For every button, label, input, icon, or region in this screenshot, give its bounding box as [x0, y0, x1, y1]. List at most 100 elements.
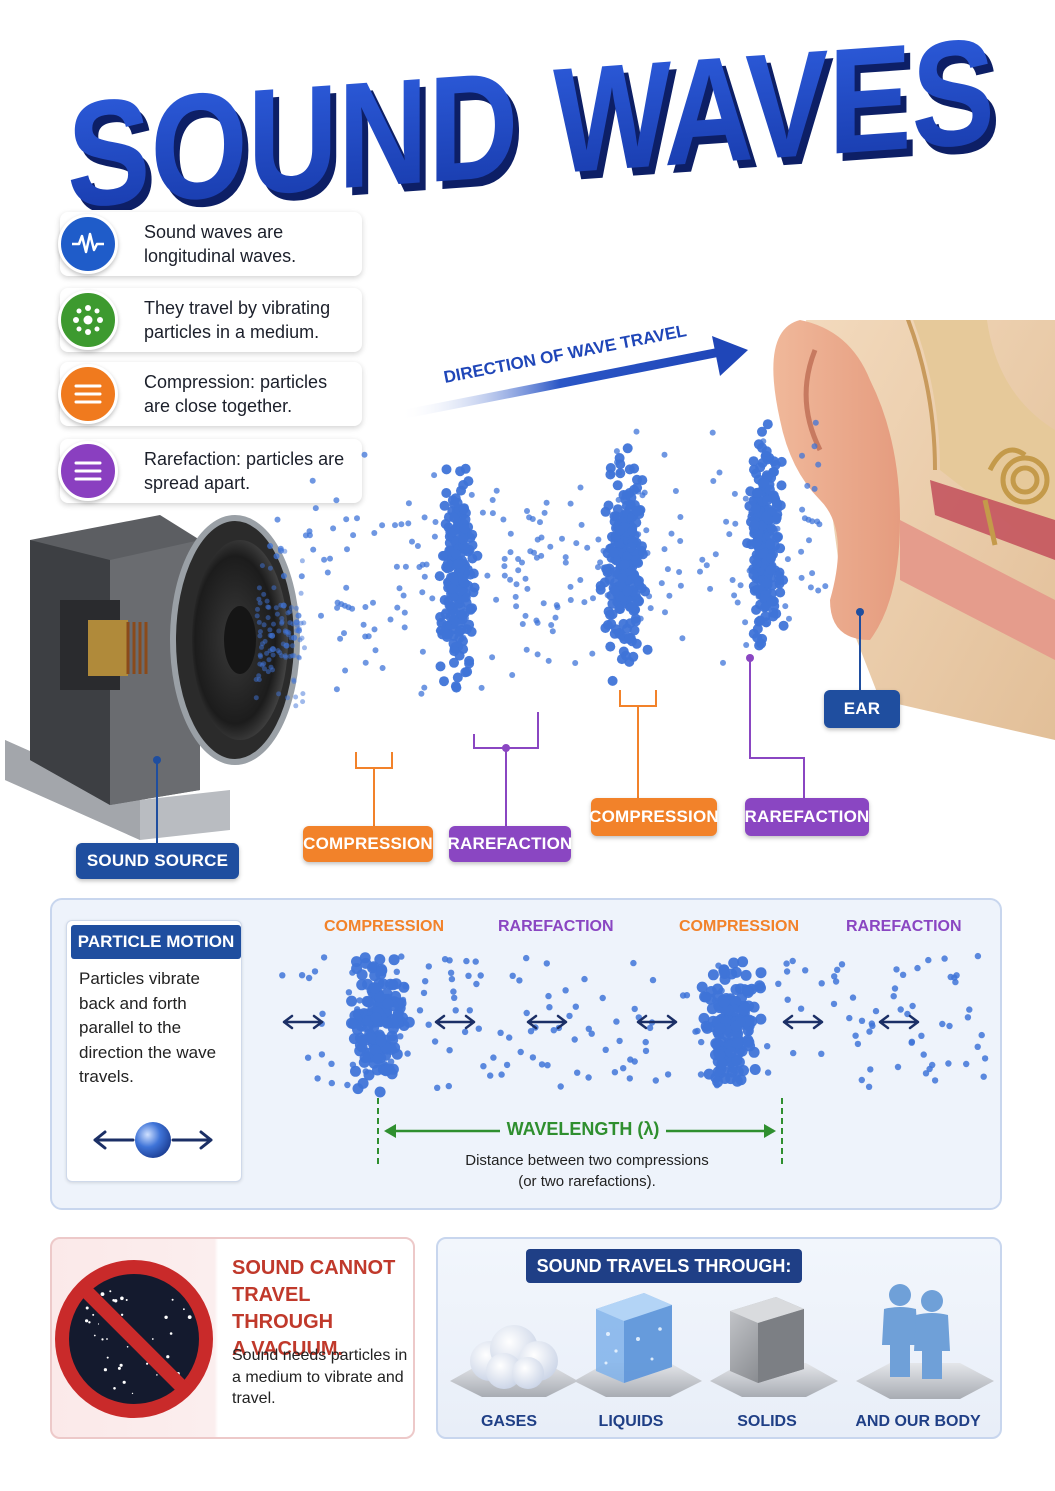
star	[120, 1296, 124, 1301]
particle	[573, 540, 580, 547]
particle-motion-card: PARTICLE MOTION Particles vibrate back a…	[66, 920, 242, 1182]
particle	[458, 644, 469, 655]
particle	[624, 464, 635, 475]
particle	[461, 1028, 469, 1036]
particle	[922, 1070, 930, 1077]
particle	[784, 996, 791, 1003]
particle	[362, 633, 369, 640]
particle	[500, 516, 507, 523]
particle	[974, 952, 982, 960]
vacuum-panel: SOUND CANNOT TRAVEL THROUGH A VACUUM. So…	[50, 1237, 415, 1439]
particle	[372, 1064, 383, 1076]
particle	[637, 541, 647, 552]
particle	[762, 419, 773, 430]
particle	[697, 1071, 705, 1078]
particle	[664, 566, 671, 573]
particle	[749, 1064, 761, 1075]
media-illustrations	[450, 1284, 994, 1399]
particle	[298, 620, 304, 626]
particle	[441, 464, 452, 475]
particle	[631, 505, 642, 516]
particle	[421, 573, 428, 580]
particle	[456, 485, 466, 496]
particle	[420, 989, 428, 997]
particle	[450, 681, 461, 692]
particle	[531, 549, 537, 556]
particle	[767, 525, 778, 536]
particle	[538, 534, 545, 541]
particle	[279, 616, 285, 621]
star	[156, 1374, 158, 1376]
particle	[362, 659, 369, 666]
particle	[291, 679, 297, 684]
particle	[370, 599, 376, 606]
particle	[460, 514, 471, 525]
particle	[931, 1077, 939, 1084]
particle	[293, 694, 299, 700]
gas-cloud-icon	[450, 1325, 578, 1397]
particle	[604, 574, 615, 585]
particle	[613, 1018, 620, 1025]
particle	[506, 1034, 513, 1041]
particle	[868, 1020, 875, 1027]
particle-motion-panel: PARTICLE MOTION Particles vibrate back a…	[50, 898, 1002, 1210]
particle	[341, 630, 347, 637]
particle	[271, 585, 277, 591]
particle	[286, 630, 292, 636]
particle	[276, 691, 282, 697]
particle	[705, 986, 717, 997]
particle	[559, 535, 565, 542]
particle	[545, 657, 552, 664]
particle	[388, 954, 400, 966]
star	[101, 1338, 104, 1341]
star	[85, 1319, 89, 1323]
particle	[716, 469, 723, 476]
particle	[545, 992, 552, 1000]
particle	[503, 1061, 511, 1069]
particle	[710, 478, 717, 484]
particle	[557, 1083, 564, 1090]
particle	[696, 981, 708, 993]
particle	[356, 997, 363, 1004]
particle	[398, 521, 405, 528]
particle	[609, 511, 620, 522]
particle	[253, 677, 259, 682]
speaker-illustration	[5, 515, 300, 840]
title-text: SOUND WAVES	[67, 20, 995, 210]
particle	[547, 543, 554, 550]
particle	[480, 1063, 487, 1070]
particle	[429, 595, 436, 602]
particle	[782, 603, 789, 610]
particle	[507, 576, 514, 583]
particle	[374, 954, 386, 965]
particle	[816, 521, 823, 528]
particle	[697, 568, 703, 575]
particle	[321, 556, 328, 563]
particle	[698, 1038, 705, 1046]
vibrating-particle-icon	[93, 1122, 213, 1158]
particle	[328, 1079, 335, 1087]
particle	[372, 647, 379, 654]
particle	[445, 611, 456, 622]
particle	[421, 684, 428, 691]
particle	[405, 500, 412, 507]
particle	[529, 516, 536, 522]
particle	[327, 555, 333, 562]
particle	[418, 690, 425, 697]
particle	[343, 584, 350, 591]
particle	[740, 969, 752, 981]
particle	[256, 619, 262, 625]
fact-card-4: Rarefaction: particles are spread apart.	[58, 439, 362, 503]
particle	[789, 957, 796, 965]
particle	[643, 527, 650, 534]
particle	[732, 520, 739, 527]
particle	[312, 505, 319, 512]
particle	[467, 529, 478, 540]
particle	[458, 577, 469, 588]
star	[119, 1363, 123, 1367]
particle	[425, 1021, 432, 1028]
particle	[360, 621, 367, 628]
particle	[538, 1061, 546, 1068]
particle	[333, 686, 340, 693]
particle	[400, 592, 407, 599]
